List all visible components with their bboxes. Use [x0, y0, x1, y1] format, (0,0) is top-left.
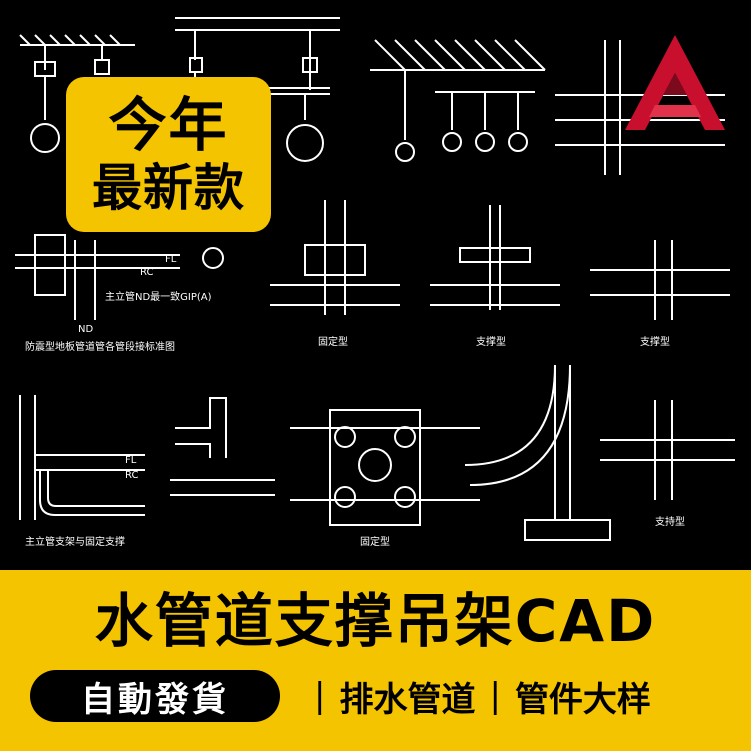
tee-drawing: [170, 397, 275, 496]
label-fl-2: FL: [125, 455, 137, 466]
caption-support-3: 支持型: [655, 515, 685, 528]
tag-separator-1: |: [314, 676, 326, 716]
auto-delivery-pill: 自動發貨: [30, 670, 280, 722]
badge-line-1: 今年: [108, 90, 229, 159]
label-pipe-note: 主立管ND最一致GIP(A): [105, 290, 212, 303]
support-type-drawing-2: [590, 240, 730, 320]
badge-line-2: 最新款: [92, 158, 245, 217]
label-rc: RC: [140, 267, 153, 278]
caption-support-1: 支撑型: [476, 335, 506, 348]
promo-badge: 今年 最新款: [66, 77, 271, 232]
riser-drawing: [19, 395, 145, 520]
caption-fixed-1: 固定型: [318, 335, 348, 348]
label-fl: FL: [165, 254, 177, 265]
product-title: 水管道支撑吊架CAD: [94, 587, 657, 655]
label-nd: ND: [78, 324, 93, 335]
caption-support-2: 支撑型: [640, 335, 670, 348]
caption-fixed-2: 固定型: [360, 535, 390, 548]
tag-fitting-detail: 管件大样: [514, 679, 651, 720]
pipe-detail-left: [15, 234, 180, 320]
cad-drawings-canvas: RC FL ND 主立管ND最一致GIP(A) 防震型地板管道管各管段接标准图 …: [15, 17, 735, 548]
autocad-logo-icon: [625, 35, 725, 130]
hanger-drawing-1: [19, 34, 135, 153]
fixed-type-drawing-1: [270, 200, 400, 315]
feature-tags: | 排水管道 | 管件大样: [300, 670, 651, 722]
hanger-drawing-3: [370, 39, 546, 162]
support-type-drawing-1: [430, 205, 560, 310]
fixed-type-drawing-2: [290, 409, 480, 526]
support-type-drawing-3: [600, 400, 735, 500]
tag-drainage-pipe: 排水管道: [339, 679, 476, 720]
label-rc-2: RC: [125, 470, 138, 481]
caption-drawing-1: 防震型地板管道管各管段接标准图: [25, 340, 175, 353]
elbow-drawing: [464, 364, 611, 541]
caption-riser: 主立管支架与固定支撑: [25, 535, 125, 548]
tag-separator-2: |: [489, 676, 501, 716]
